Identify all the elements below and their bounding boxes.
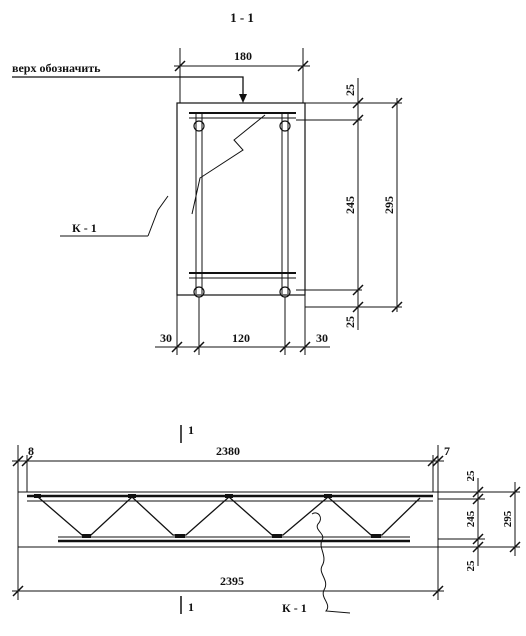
height-label-middle: 245 <box>343 196 357 214</box>
tick-t1 <box>391 97 403 109</box>
total-height-label: 295 <box>382 196 396 214</box>
bottom-label-right: 30 <box>316 331 328 345</box>
tick-lt1 <box>12 455 24 467</box>
section-title: 1 - 1 <box>230 10 254 25</box>
tick-e2 <box>472 493 484 505</box>
bottom-length-label: 2395 <box>220 574 244 588</box>
top-note-leader <box>12 76 244 98</box>
section-view: 1 - 1 верх обозначить 180 <box>12 10 403 355</box>
tick-b3 <box>279 341 291 353</box>
bottom-label-middle: 120 <box>232 331 250 345</box>
tick-e1 <box>472 486 484 498</box>
tick-h1 <box>352 97 364 109</box>
section-outline <box>176 102 306 296</box>
left-offset-label: 8 <box>28 444 34 458</box>
truss-web <box>37 496 421 536</box>
upper-right-bar <box>279 120 291 132</box>
tick-t2 <box>391 301 403 313</box>
right-offset-label: 7 <box>444 444 450 458</box>
elevation-callout-label: К - 1 <box>282 601 307 615</box>
tick-h4 <box>352 301 364 313</box>
top-node-3 <box>225 494 233 498</box>
section-callout-label: К - 1 <box>72 221 97 235</box>
width-tick-right <box>297 60 309 72</box>
top-node-4 <box>324 494 332 498</box>
upper-left-bar <box>193 120 205 132</box>
break-line <box>191 114 266 215</box>
bottom-node-3 <box>272 534 282 538</box>
elev-height-label-middle: 245 <box>465 510 477 527</box>
tick-et2 <box>509 541 521 553</box>
tick-lt2 <box>21 455 33 467</box>
tick-h3 <box>352 284 364 296</box>
tick-b2 <box>193 341 205 353</box>
bottom-node-1 <box>82 534 91 538</box>
width-label: 180 <box>234 49 252 63</box>
top-length-label: 2380 <box>216 444 240 458</box>
tick-lb2 <box>432 585 444 597</box>
elevation-view: 1 1 8 2380 7 <box>12 423 521 615</box>
tick-b4 <box>299 341 311 353</box>
tick-lt3 <box>427 455 439 467</box>
bottom-node-4 <box>371 534 381 538</box>
tick-e4 <box>472 541 484 553</box>
k1-section-leader <box>147 195 169 237</box>
top-note-arrow <box>239 94 247 103</box>
section-cut-top-label: 1 <box>188 423 194 437</box>
tick-lt4 <box>432 455 444 467</box>
elev-total-height-label: 295 <box>502 510 514 527</box>
section-cut-bottom-label: 1 <box>188 600 194 614</box>
tick-e3 <box>472 533 484 545</box>
top-node-1 <box>34 494 41 498</box>
bottom-label-left: 30 <box>160 331 172 345</box>
elev-height-label-top: 25 <box>465 470 477 482</box>
elev-height-label-bottom: 25 <box>465 560 477 572</box>
tick-lb1 <box>12 585 24 597</box>
tick-b1 <box>171 341 183 353</box>
elevation-callout-leader <box>311 512 351 614</box>
width-tick-left <box>174 60 186 72</box>
top-node-2 <box>128 494 136 498</box>
height-label-top: 25 <box>343 84 357 96</box>
height-label-bottom: 25 <box>343 316 357 328</box>
top-note-label: верх обозначить <box>12 61 101 75</box>
tick-h2 <box>352 114 364 126</box>
tick-et1 <box>509 486 521 498</box>
bottom-node-2 <box>175 534 185 538</box>
